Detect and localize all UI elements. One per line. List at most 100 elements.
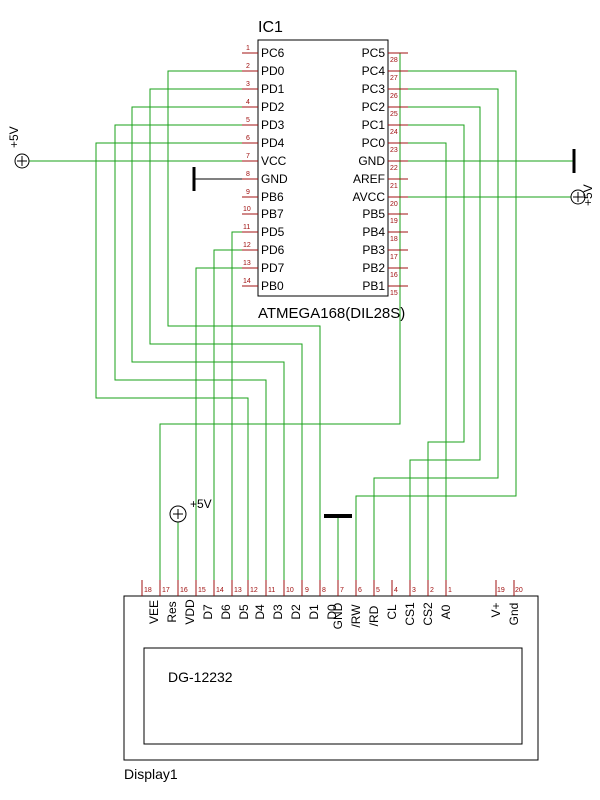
display-pin-gnd: 7 GND (331, 580, 345, 629)
pin-number: 11 (243, 224, 250, 231)
pin-number: 1 (448, 587, 452, 594)
display-pin-vplus: 19 V+ (489, 580, 505, 618)
pin-number: 17 (390, 254, 398, 261)
ic-left-pin-13: 13 PD7 (242, 260, 285, 275)
pin-name: D7 (201, 604, 215, 620)
pin-number: 15 (390, 290, 398, 297)
display-pin-rd: 5 /RD (367, 580, 381, 626)
wire-pd1-d1 (149, 88, 303, 588)
wire-pc2-cs1 (408, 106, 481, 588)
pin-name: VCC (261, 154, 287, 168)
ic-right-pin-17: 17 PB3 (362, 243, 408, 261)
ic-left-pin-5: 5 PD3 (242, 117, 285, 132)
pin-number: 5 (376, 587, 380, 594)
ic-left-pin-6: 6 PD4 (242, 135, 285, 150)
ic-right-pin-16: 16 PB2 (362, 261, 408, 279)
wire-pd0-d0 (167, 70, 321, 588)
pin-number: 16 (180, 587, 188, 594)
ic-right-pin-24: 24 PC1 (362, 118, 408, 136)
wire-pc3-rd (373, 88, 499, 588)
pin-name: PC1 (362, 118, 386, 132)
pin-name: Res (165, 601, 179, 622)
pin-number: 10 (286, 587, 294, 594)
pin-name: PC0 (362, 136, 386, 150)
pin-name: VDD (183, 599, 197, 625)
ic-left-pin-2: 2 PD0 (242, 63, 285, 78)
ic-left-pin-12: 12 PD6 (242, 242, 285, 257)
pin-name: PC4 (362, 64, 386, 78)
pin-number: 24 (390, 129, 398, 136)
wire-pc4-rw (355, 70, 517, 588)
pin-number: 14 (216, 587, 224, 594)
pin-name: PB5 (362, 207, 385, 221)
ic-left-pin-9: 9 PB6 (242, 189, 284, 204)
pin-number: 18 (144, 587, 152, 594)
ic-right-pin-27: 27 PC4 (362, 64, 408, 82)
pin-number: 25 (390, 111, 398, 118)
wire-pd3-d3 (114, 124, 267, 588)
display-pin-d6: 14 D6 (213, 580, 233, 620)
pin-number: 14 (243, 278, 251, 285)
pin-number: 1 (246, 45, 250, 52)
ic-right-pin-28: 28 PC5 (362, 46, 408, 64)
pin-name: PD4 (261, 136, 285, 150)
pin-name: GND (331, 602, 345, 629)
display-pin-d0: 8 D0 (319, 580, 339, 620)
ic-right-pin-21: 21 AREF (353, 172, 408, 190)
pin-name: PD6 (261, 243, 285, 257)
pin-number: 12 (250, 587, 258, 594)
pin-number: 6 (358, 587, 362, 594)
pin-name: PC6 (261, 46, 285, 60)
pin-name: /RW (349, 604, 363, 628)
ic-left-pin-1: 1 PC6 (242, 45, 285, 60)
pin-number: 4 (394, 587, 398, 594)
wire-pc0-a0 (408, 142, 447, 588)
pin-name: PB4 (362, 225, 385, 239)
pin-name: PD3 (261, 118, 285, 132)
avcc-5v-symbol: +5V (570, 184, 595, 206)
pin-name: PB7 (261, 207, 284, 221)
ic-right-pin-26: 26 PC3 (362, 82, 408, 100)
ic-part-label: ATMEGA168(DIL28S) (258, 305, 405, 322)
display-screen (143, 647, 523, 745)
ic-gnd-pin8-symbol (192, 167, 242, 191)
pin-name: PD1 (261, 82, 285, 96)
display-vdd-5v-symbol: +5V (169, 497, 212, 523)
ic-right-pin-22: 22 GND (358, 154, 408, 172)
pin-number: 9 (305, 587, 309, 594)
wire-pd4-d4 (95, 142, 249, 588)
display-pin-d5: 13 D5 (231, 580, 251, 620)
pin-name: D3 (271, 604, 285, 620)
display-pin-res: 17 Res (159, 580, 179, 623)
pin-name: D1 (307, 604, 321, 620)
ic-right-pin-20: 20 AVCC (353, 190, 408, 208)
pin-name: A0 (439, 604, 453, 619)
pin-name: D4 (253, 604, 267, 620)
pin-number: 15 (198, 587, 206, 594)
display-part-label: DG-12232 (168, 669, 233, 685)
display-pin-d7: 15 D7 (195, 580, 215, 620)
pin-name: PD7 (261, 261, 285, 275)
wire-pd5-d5 (231, 231, 242, 588)
ic-left-pin-10: 10 PB7 (242, 206, 284, 221)
display-pin-cs1: 3 CS1 (403, 580, 417, 626)
pin-number: 19 (497, 587, 505, 594)
ic-right-pin-25: 25 PC2 (362, 100, 408, 118)
pin-number: 20 (390, 201, 398, 208)
wire-group (28, 52, 574, 588)
pin-name: PD2 (261, 100, 285, 114)
display-pin-d2: 10 D2 (283, 580, 303, 620)
pin-name: PB1 (362, 279, 385, 293)
pin-name: CL (385, 604, 399, 620)
display-pin-vdd: 16 VDD (177, 580, 197, 625)
display-ref-label: Display1 (124, 766, 178, 782)
pin-name: AVCC (353, 190, 386, 204)
ic-left-pin-4: 4 PD2 (242, 99, 285, 114)
wire-pd7-d7 (195, 267, 242, 588)
pin-number: 7 (340, 587, 344, 594)
pin-name: GND (358, 154, 385, 168)
display-pin-d4: 12 D4 (247, 580, 267, 620)
pin-name: PD5 (261, 225, 285, 239)
pin-name: D0 (325, 604, 339, 620)
pin-number: 11 (268, 587, 275, 594)
